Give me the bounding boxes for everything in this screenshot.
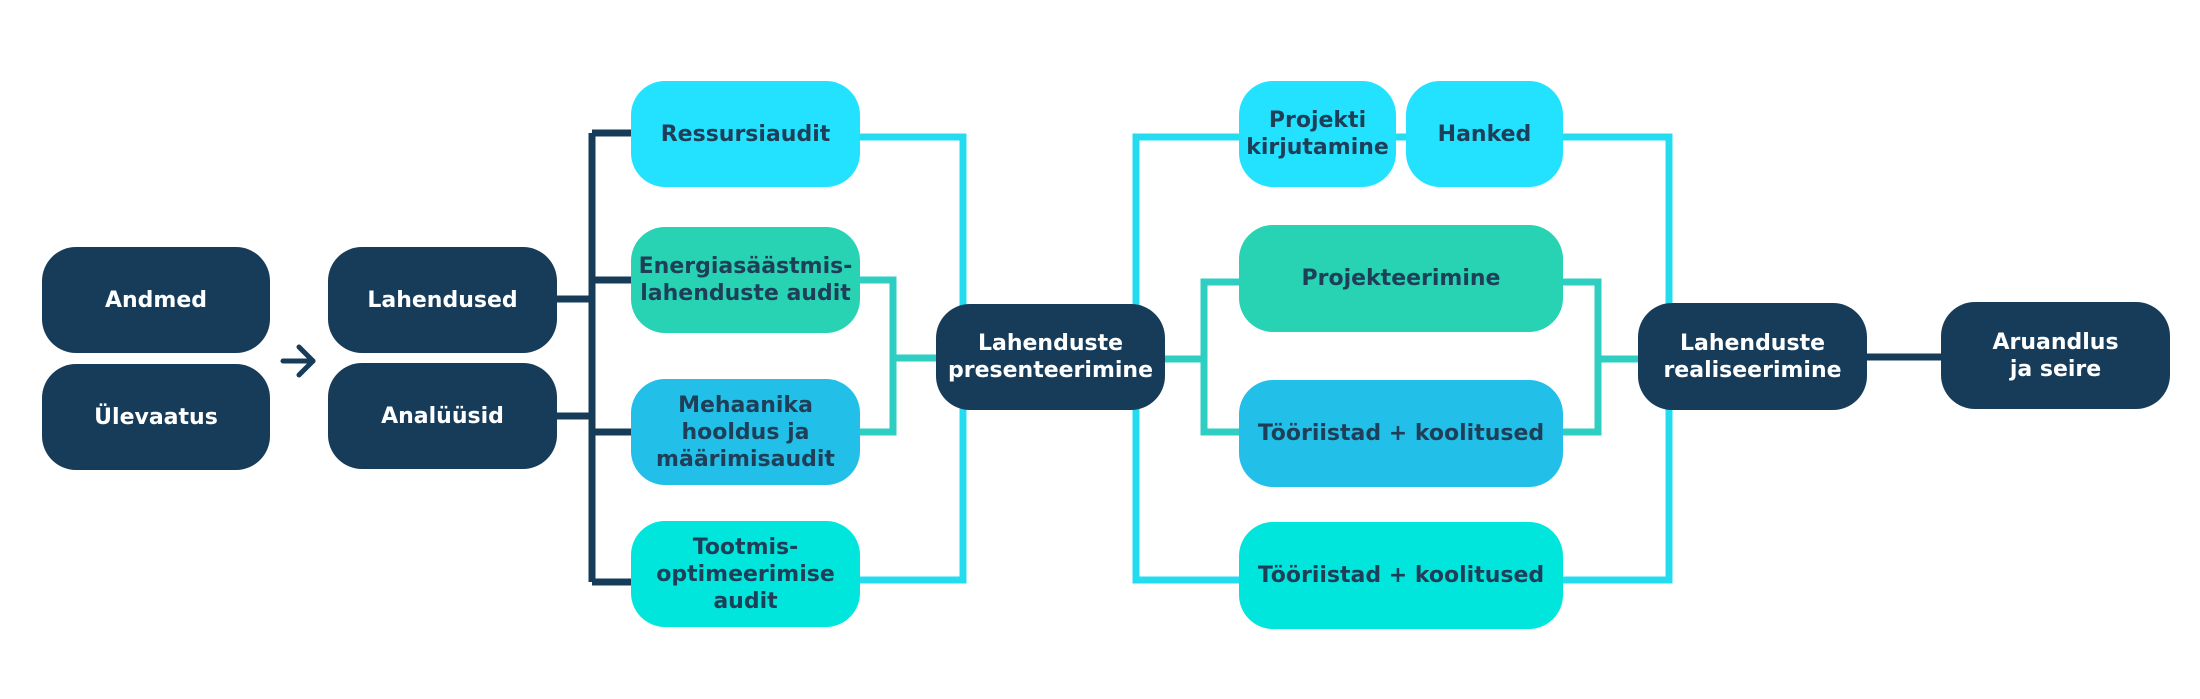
implementation-outer-bracket	[1132, 133, 1673, 584]
arrow-right-icon	[280, 344, 316, 378]
node-tootmis-audit: Tootmis- optimeerimise audit	[631, 521, 860, 627]
node-energiasaastmis-audit: Energiasäästmis- lahenduste audit	[631, 227, 860, 333]
node-hanked: Hanked	[1406, 81, 1563, 187]
node-mehaanika-audit: Mehaanika hooldus ja määrimisaudit	[631, 379, 860, 485]
node-projekti-kirjutamine: Projekti kirjutamine	[1239, 81, 1396, 187]
node-lahenduste-presenteerimine: Lahenduste presenteerimine	[936, 304, 1165, 410]
node-projekteerimine: Projekteerimine	[1239, 225, 1563, 332]
implementation-inner-bracket	[1163, 278, 1669, 436]
node-lahendused: Lahendused	[328, 247, 557, 353]
node-tooriistad-koolitused-2: Tööriistad + koolitused	[1239, 522, 1563, 629]
node-tooriistad-koolitused-1: Tööriistad + koolitused	[1239, 380, 1563, 487]
node-lahenduste-realiseerimine: Lahenduste realiseerimine	[1638, 303, 1867, 410]
presentation-inner-bracket	[858, 276, 937, 436]
node-ulevaatus: Ülevaatus	[42, 364, 270, 470]
node-andmed: Andmed	[42, 247, 270, 353]
node-analuusid: Analüüsid	[328, 363, 557, 469]
node-ressursiaudit: Ressursiaudit	[631, 81, 860, 187]
audit-bracket	[555, 129, 635, 586]
node-aruandlus-ja-seire: Aruandlus ja seire	[1941, 302, 2170, 409]
